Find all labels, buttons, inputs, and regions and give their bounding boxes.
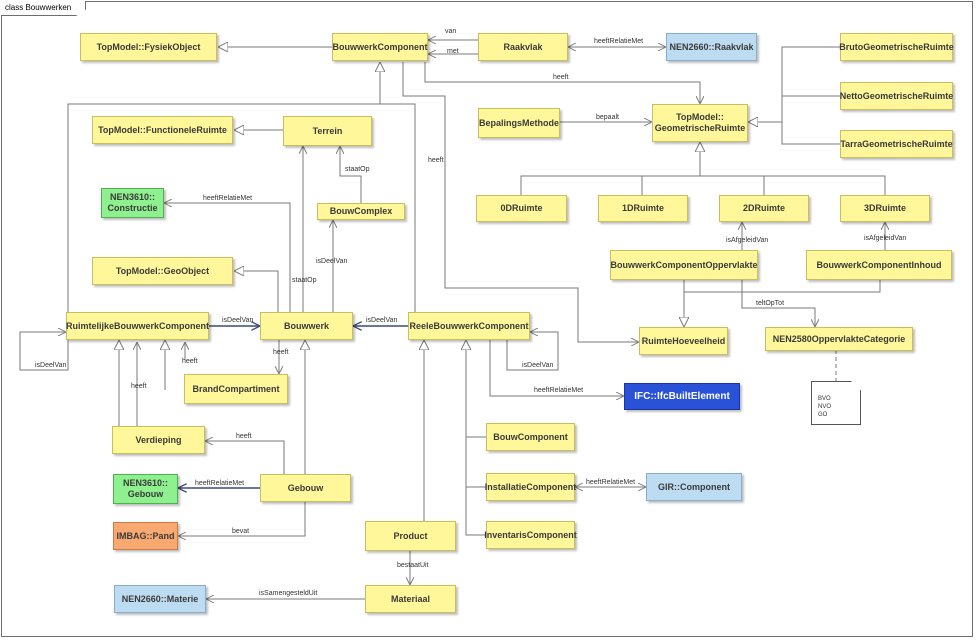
assoc-ruimtelijke-isdeelvan-self: [19, 332, 69, 371]
label-heeft-brand: heeft: [182, 358, 198, 365]
class-ruimtelijke-bouwwerk-component[interactable]: RuimtelijkeBouwwerkComponent: [66, 312, 209, 340]
class-brand-compartiment[interactable]: BrandCompartiment: [184, 374, 288, 404]
class-bouwwerk-component-inhoud[interactable]: BouwwerkComponentInhoud: [806, 250, 952, 280]
class-gir-component[interactable]: GIR::Component: [646, 473, 742, 501]
gen-tarraruimte: [781, 122, 840, 145]
class-bruto-geometrische-ruimte[interactable]: BrutoGeometrischeRuimte: [839, 33, 954, 61]
note-line-go: GO: [818, 412, 828, 418]
gen-reele-bc: [380, 103, 416, 316]
label-met: met: [447, 48, 459, 55]
class-nen2580-oppervlakte-categorie[interactable]: NEN2580OppervlakteCategorie: [765, 327, 913, 351]
gen-inventariscomponent: [465, 437, 486, 536]
label-heeft-relatie-met-constructie: heeftRelatieMet: [203, 195, 253, 202]
label-staat-op-bouwcomplex: staatOp: [345, 166, 370, 173]
assoc-gebouw-bevat-pand: [178, 502, 306, 536]
note-line-bvo: BVO: [818, 396, 831, 402]
class-nen3610-constructie[interactable]: NEN3610:: Constructie: [101, 188, 164, 218]
class-0druimte[interactable]: 0DRuimte: [476, 195, 567, 222]
gen-ruimtelijke-bc: [67, 62, 380, 316]
class-1druimte[interactable]: 1DRuimte: [598, 195, 688, 222]
class-bouw-component[interactable]: BouwComponent: [486, 423, 575, 451]
label-bestaat-uit: bestaatUit: [397, 562, 429, 569]
class-bouwwerk-component-oppervlakte[interactable]: BouwwerkComponentOppervlakte: [610, 250, 758, 280]
gen-bouwwerk-geoobject: [234, 271, 279, 316]
assoc-gebouw-heeft-verdieping: [205, 441, 285, 474]
assoc-bc-heeft-geometrie: [424, 62, 700, 104]
class-gebouw[interactable]: Gebouw: [260, 474, 351, 502]
class-inventaris-component[interactable]: InventarisComponent: [484, 521, 577, 549]
class-verdieping[interactable]: Verdieping: [112, 426, 205, 454]
gen-brutoruimte: [748, 46, 840, 122]
label-is-deel-van-ruimtelijk: isDeelVan: [222, 317, 254, 324]
class-ifc-built-element[interactable]: IFC::IfcBuiltElement: [624, 383, 740, 410]
class-materiaal[interactable]: Materiaal: [365, 585, 456, 613]
class-installatie-component[interactable]: InstallatieComponent: [485, 473, 576, 501]
class-product[interactable]: Product: [365, 521, 456, 551]
label-heeft-brandcompartiment: heeft: [273, 349, 289, 356]
label-is-samengesteld-uit: isSamengesteldUit: [259, 590, 318, 597]
class-fysiek-object[interactable]: TopModel::FysiekObject: [80, 33, 217, 61]
label-is-deel-van-reele: isDeelVan: [366, 317, 398, 324]
class-nen2660-raakvlak[interactable]: NEN2660::Raakvlak: [666, 33, 757, 61]
label-heeft-verdieping-2: heeft: [236, 433, 252, 440]
class-imbag-pand[interactable]: IMBAG::Pand: [113, 522, 178, 550]
assoc-bouwwerk-nen3610constructie: [164, 203, 291, 316]
frame-title: class Bouwwerken: [1, 1, 87, 16]
class-reele-bouwwerk-component[interactable]: ReeleBouwwerkComponent: [408, 312, 530, 340]
class-bouwwerk-component[interactable]: BouwwerkComponent: [332, 33, 428, 61]
gen-3druimte: [764, 175, 886, 195]
class-geo-object[interactable]: TopModel::GeoObject: [92, 257, 233, 285]
label-is-deel-van-self-ruimtelijk: isDeelVan: [35, 362, 67, 369]
class-nen3610-gebouw[interactable]: NEN3610:: Gebouw: [113, 474, 178, 504]
class-bouwwerk[interactable]: Bouwwerk: [260, 312, 353, 340]
label-staat-op-bouwwerk: staatOp: [292, 277, 317, 284]
assoc-bouwcomplex-staatop: [340, 146, 362, 203]
assoc-reele-isdeelvan-self: [506, 332, 559, 371]
label-bepaalt: bepaalt: [596, 114, 619, 121]
class-2druimte[interactable]: 2DRuimte: [719, 195, 809, 222]
label-van: van: [445, 28, 457, 35]
class-raakvlak[interactable]: Raakvlak: [478, 33, 568, 61]
assoc-reele-ifc: [489, 340, 624, 396]
assoc-bc-heeft-ruimtehoeveelheid: [402, 62, 639, 342]
class-3druimte[interactable]: 3DRuimte: [840, 195, 930, 222]
label-heeft-ruimtehoeveelheid: heeft: [428, 157, 444, 164]
label-is-deel-van-bouwcomplex: isDeelVan: [316, 258, 348, 265]
class-terrein[interactable]: Terrein: [283, 116, 372, 146]
label-telt-op-tot: teltOpTot: [756, 300, 785, 307]
class-bouwcomplex[interactable]: BouwComplex: [317, 203, 405, 220]
class-geometrische-ruimte[interactable]: TopModel:: GeometrischeRuimte: [652, 104, 748, 142]
class-netto-geometrische-ruimte[interactable]: NettoGeometrischeRuimte: [840, 82, 953, 110]
label-heeft-relatie-met-gir: heeftRelatieMet: [586, 479, 636, 486]
note-line-nvo: NVO: [818, 404, 832, 410]
label-heeft-geometrie: heeft: [553, 74, 569, 81]
label-heeft-verdieping-1: heeft: [131, 383, 147, 390]
class-functionele-ruimte[interactable]: TopModel::FunctioneleRuimte: [92, 116, 233, 144]
class-bepalings-methode[interactable]: BepalingsMethode: [478, 108, 560, 138]
gen-0druimte: [520, 142, 700, 195]
class-ruimte-hoeveelheid[interactable]: RuimteHoeveelheid: [639, 327, 728, 355]
assoc-teltoptot: [741, 280, 815, 327]
label-is-afgeleid-van-3d: isAfgeleidVan: [864, 235, 907, 242]
label-bevat: bevat: [232, 528, 250, 535]
label-heeft-relatie-met-ifc: heeftRelatieMet: [534, 387, 584, 394]
label-heeft-relatie-met-raakvlak: heeftRelatieMet: [594, 38, 644, 45]
gen-bcinhoud: [684, 280, 881, 293]
class-tarra-geometrische-ruimte[interactable]: TarraGeometrischeRuimte: [840, 130, 953, 158]
class-nen2660-materie[interactable]: NEN2660::Materie: [114, 585, 206, 613]
note-oppervlakte-categorie[interactable]: BVO NVO GO: [811, 381, 861, 425]
label-is-afgeleid-van-2d: isAfgeleidVan: [726, 237, 769, 244]
label-heeft-relatie-met-gebouw: heeftRelatieMet: [195, 480, 245, 487]
label-is-deel-van-self-reele: isDeelVan: [522, 362, 554, 369]
